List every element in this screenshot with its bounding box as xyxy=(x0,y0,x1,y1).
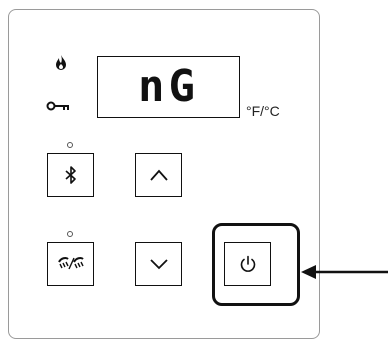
shower-button[interactable] xyxy=(47,242,94,286)
bluetooth-indicator-led xyxy=(67,142,73,148)
up-button[interactable] xyxy=(135,153,182,197)
arrow-left-icon xyxy=(301,265,388,279)
down-button[interactable] xyxy=(135,242,182,286)
key-icon xyxy=(46,101,69,111)
flame-icon xyxy=(56,55,66,70)
chevron-up-icon xyxy=(149,169,168,181)
shower-icon xyxy=(57,257,84,270)
chevron-down-icon xyxy=(149,259,168,270)
shower-indicator-led xyxy=(67,231,73,237)
power-button-highlight xyxy=(212,223,300,306)
display-value: nG xyxy=(138,61,199,112)
power-button[interactable] xyxy=(224,242,271,286)
unit-label: °F/°C xyxy=(246,103,280,119)
bluetooth-icon xyxy=(64,166,76,184)
power-icon xyxy=(240,255,255,272)
temperature-display: nG xyxy=(97,56,240,118)
bluetooth-button[interactable] xyxy=(47,153,94,197)
